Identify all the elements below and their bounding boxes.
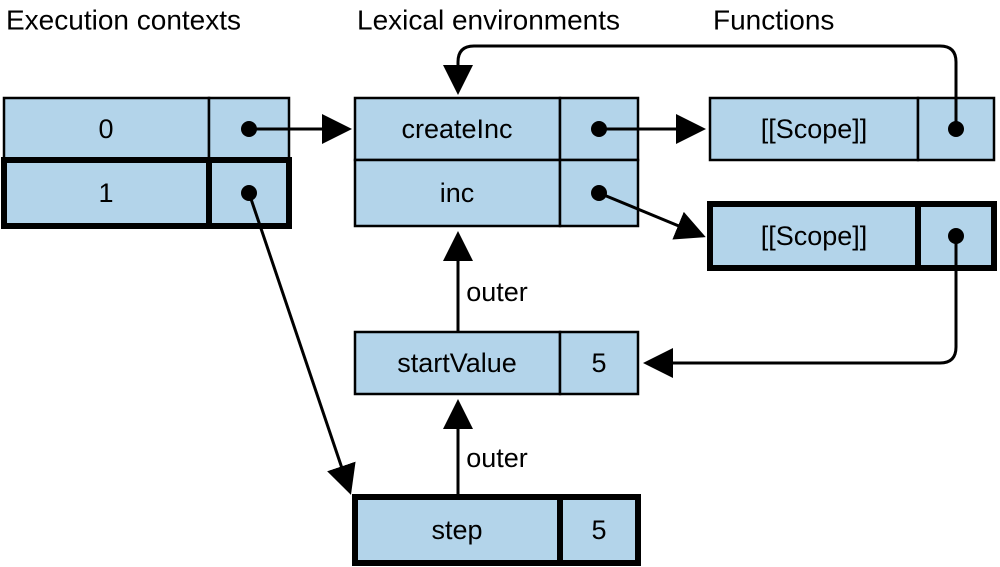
function-inc-scope-cell: [707, 201, 921, 271]
lexical-environment-step: step 5: [352, 494, 641, 566]
env-step-label: step: [431, 515, 482, 545]
execution-context-0-label: 0: [98, 114, 113, 144]
function-createInc-scope-label: [[Scope]]: [761, 114, 868, 144]
lexical-environment-startValue: startValue 5: [353, 330, 640, 396]
execution-context-1-label: 1: [98, 178, 113, 208]
env-step-value-cell: [557, 494, 641, 566]
header-functions: Functions: [713, 5, 834, 36]
arrow-scope-to-startValue-env: [643, 236, 958, 378]
header-lexical-environments: Lexical environments: [357, 5, 620, 36]
execution-context-0: 0: [2, 96, 291, 162]
execution-context-1: 1: [1, 157, 292, 229]
env-startValue-name-cell: [353, 330, 562, 396]
execution-context-0-label-cell: [2, 96, 211, 162]
function-createInc-scope-cell: [708, 96, 920, 162]
env-global-inc-name-cell: [353, 158, 562, 228]
env-step-value: 5: [591, 515, 606, 545]
env-global-inc-label: inc: [440, 178, 475, 208]
env-startValue-value-cell: [558, 330, 640, 396]
function-inc: [[Scope]]: [707, 201, 997, 271]
outer-label-upper: outer: [466, 277, 528, 307]
arrow-inc-to-function: [598, 191, 706, 240]
env-startValue-label: startValue: [397, 348, 517, 378]
env-global-createInc-label: createInc: [401, 114, 512, 144]
env-startValue-value: 5: [591, 348, 606, 378]
arrow-scope-to-global-env: [443, 44, 958, 129]
outer-label-lower: outer: [466, 443, 528, 473]
lexical-environment-global: createInc inc: [353, 96, 640, 228]
header-execution-contexts: Execution contexts: [6, 5, 241, 36]
arrow-ec1-to-step-env: [247, 192, 356, 495]
function-inc-scope-label: [[Scope]]: [761, 221, 868, 251]
